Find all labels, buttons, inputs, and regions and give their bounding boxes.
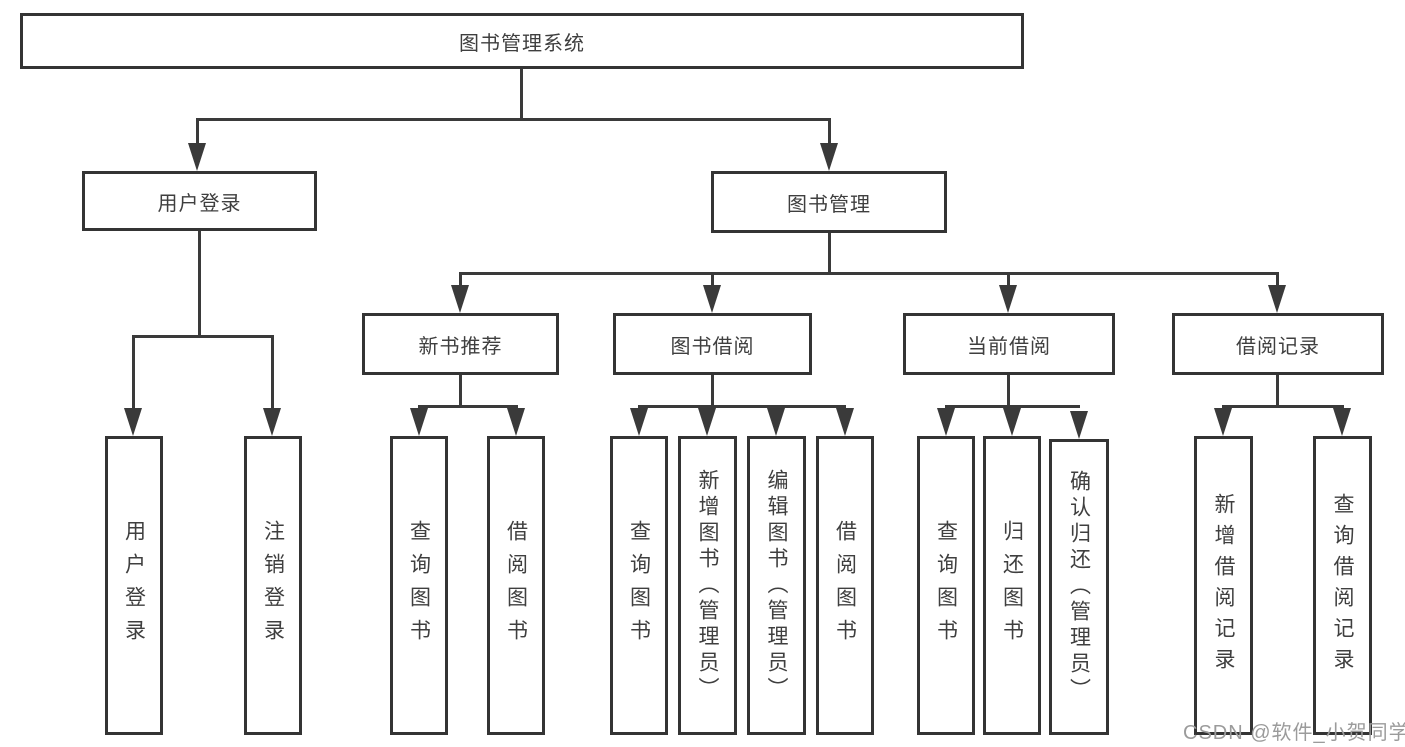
- leaf-confirm-return-admin: 确认归还（管理员）: [1049, 439, 1109, 735]
- connector-root-drop: [520, 69, 523, 119]
- connector-stem: [196, 118, 199, 145]
- leaf-edit-book-admin-label: 编辑图书（管理员）: [765, 468, 788, 703]
- node-book-management-label: 图书管理: [787, 193, 871, 216]
- node-current-borrow: 当前借阅: [903, 313, 1115, 375]
- arrow-down-icon: [999, 285, 1017, 313]
- leaf-query-borrow-record: 查询借阅记录: [1313, 436, 1372, 735]
- arrow-down-icon: [820, 143, 838, 171]
- leaf-borrow-books-borrow-label: 借阅图书: [833, 519, 857, 652]
- leaf-add-book-admin: 新增图书（管理员）: [678, 436, 737, 735]
- connector-level2-bus: [459, 272, 1279, 275]
- connector-stem: [132, 335, 135, 410]
- node-new-book-recommend-label: 新书推荐: [418, 335, 503, 358]
- arrow-down-icon: [1268, 285, 1286, 313]
- node-borrow-records-label: 借阅记录: [1236, 335, 1320, 358]
- connector-user-login-bus: [132, 335, 273, 338]
- node-book-borrow-label: 图书借阅: [670, 335, 755, 358]
- node-book-borrow: 图书借阅: [613, 313, 812, 375]
- arrow-down-icon: [1003, 408, 1021, 436]
- connector-branch-bus: [638, 405, 846, 408]
- arrow-down-icon: [1333, 408, 1351, 436]
- arrow-down-icon: [263, 408, 281, 436]
- connector-branch-drop: [459, 375, 462, 408]
- connector-stem: [1276, 272, 1279, 287]
- leaf-logout-label: 注销登录: [261, 519, 285, 652]
- leaf-query-books-borrow-label: 查询图书: [627, 519, 651, 652]
- leaf-add-borrow-record-label: 新增借阅记录: [1212, 492, 1235, 679]
- connector-branch-drop: [1007, 375, 1010, 408]
- connector-branch-bus: [1222, 405, 1344, 408]
- arrow-down-icon: [1214, 408, 1232, 436]
- watermark: CSDN @软件_小贺同学: [1183, 722, 1405, 744]
- node-new-book-recommend: 新书推荐: [362, 313, 559, 375]
- connector-book-mgmt-drop: [828, 233, 831, 275]
- arrow-down-icon: [630, 408, 648, 436]
- leaf-borrow-books-recommend-label: 借阅图书: [504, 519, 528, 652]
- arrow-down-icon: [698, 408, 716, 436]
- leaf-logout: 注销登录: [244, 436, 302, 735]
- arrow-down-icon: [836, 408, 854, 436]
- connector-user-login-drop: [198, 231, 201, 338]
- arrow-down-icon: [451, 285, 469, 313]
- node-current-borrow-label: 当前借阅: [967, 335, 1051, 358]
- leaf-query-books-recommend: 查询图书: [390, 436, 448, 735]
- connector-branch-bus: [418, 405, 518, 408]
- leaf-return-book-label: 归还图书: [1000, 519, 1024, 652]
- arrow-down-icon: [1070, 411, 1088, 439]
- node-root-label: 图书管理系统: [459, 32, 585, 55]
- node-book-management: 图书管理: [711, 171, 947, 233]
- node-borrow-records: 借阅记录: [1172, 313, 1384, 375]
- arrow-down-icon: [937, 408, 955, 436]
- leaf-user-login: 用户登录: [105, 436, 163, 735]
- arrow-down-icon: [767, 408, 785, 436]
- leaf-query-books-current-label: 查询图书: [934, 519, 958, 652]
- arrow-down-icon: [703, 285, 721, 313]
- leaf-query-books-borrow: 查询图书: [610, 436, 668, 735]
- connector-stem: [271, 335, 274, 410]
- connector-branch-drop: [1276, 375, 1279, 408]
- arrow-down-icon: [507, 408, 525, 436]
- leaf-return-book: 归还图书: [983, 436, 1041, 735]
- arrow-down-icon: [410, 408, 428, 436]
- connector-stem: [828, 118, 831, 145]
- connector-stem: [711, 272, 714, 287]
- leaf-query-books-recommend-label: 查询图书: [407, 519, 431, 652]
- node-root: 图书管理系统: [20, 13, 1024, 69]
- connector-stem: [1007, 272, 1010, 287]
- leaf-query-books-current: 查询图书: [917, 436, 975, 735]
- leaf-confirm-return-admin-label: 确认归还（管理员）: [1067, 470, 1091, 704]
- node-user-login: 用户登录: [82, 171, 317, 231]
- leaf-add-borrow-record: 新增借阅记录: [1194, 436, 1253, 735]
- leaf-edit-book-admin: 编辑图书（管理员）: [747, 436, 806, 735]
- node-user-login-label: 用户登录: [157, 192, 242, 215]
- arrow-down-icon: [188, 143, 206, 171]
- leaf-user-login-label: 用户登录: [122, 519, 146, 652]
- connector-stem: [459, 272, 462, 287]
- leaf-borrow-books-borrow: 借阅图书: [816, 436, 874, 735]
- leaf-borrow-books-recommend: 借阅图书: [487, 436, 545, 735]
- connector-branch-bus: [945, 405, 1080, 408]
- connector-branch-drop: [711, 375, 714, 408]
- leaf-add-book-admin-label: 新增图书（管理员）: [696, 468, 719, 703]
- arrow-down-icon: [124, 408, 142, 436]
- connector-level1-bus: [197, 118, 831, 121]
- leaf-query-borrow-record-label: 查询借阅记录: [1331, 492, 1354, 679]
